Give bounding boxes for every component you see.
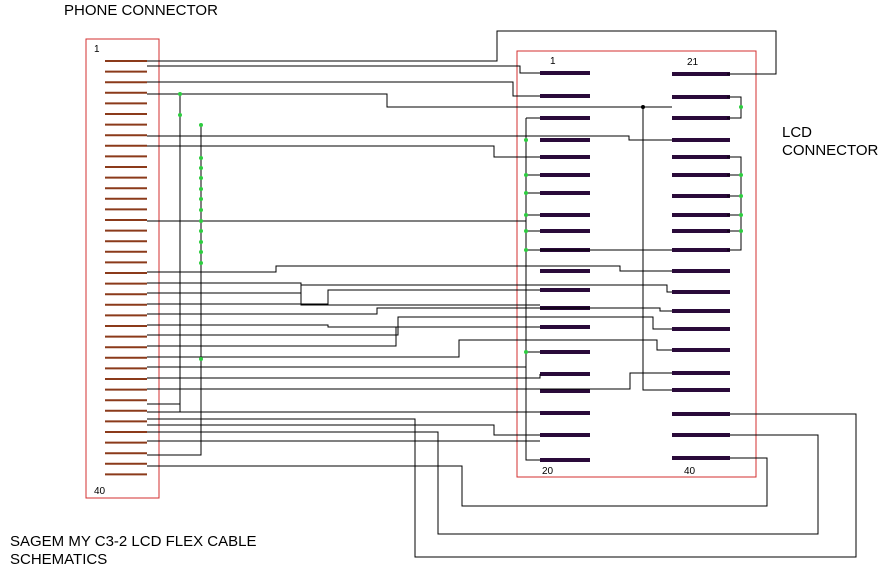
phone-pin-40-label: 40 <box>94 486 106 497</box>
lcd-connector-outline <box>516 50 757 478</box>
junction-dot-4 <box>199 156 203 160</box>
wire-38 <box>642 107 672 391</box>
junction-dot-20 <box>524 229 528 233</box>
wire-3 <box>147 81 540 97</box>
junction-dot-8 <box>199 197 203 201</box>
junction-dot-10 <box>199 219 203 223</box>
wire-5 <box>147 135 672 141</box>
lcd-pin-21-label: 21 <box>687 57 699 68</box>
phone-connector-pins <box>105 60 147 476</box>
wire-8 <box>147 265 672 273</box>
phone-connector-title: PHONE CONNECTOR <box>64 2 218 19</box>
junction-dot-24 <box>739 105 743 109</box>
junction-dot-26 <box>739 194 743 198</box>
wire-15 <box>147 326 540 347</box>
wire-19 <box>147 372 672 390</box>
wire-39 <box>727 96 742 119</box>
wire-2 <box>147 65 540 74</box>
junction-dots <box>178 92 743 361</box>
junction-dot-16 <box>524 138 528 142</box>
junction-dot-15 <box>199 357 203 361</box>
junction-dot-23 <box>641 105 645 109</box>
phone-pin-1-label: 1 <box>94 44 100 55</box>
junction-dot-2 <box>178 113 182 117</box>
wire-6 <box>147 145 540 158</box>
wire-29 <box>525 118 540 461</box>
junction-dot-12 <box>199 240 203 244</box>
lcd-connector-pins <box>540 71 730 462</box>
junction-dot-3 <box>199 123 203 127</box>
wire-40 <box>727 156 742 251</box>
junction-dot-17 <box>524 173 528 177</box>
wire-26 <box>147 125 202 456</box>
junction-dot-14 <box>199 261 203 265</box>
junction-dot-11 <box>199 229 203 233</box>
junction-dot-9 <box>199 208 203 212</box>
wire-24 <box>147 431 819 535</box>
wire-14 <box>147 316 672 336</box>
junction-dot-13 <box>199 250 203 254</box>
wire-10 <box>147 284 672 294</box>
junction-dot-18 <box>524 191 528 195</box>
lcd-pin-20-label: 20 <box>542 466 554 477</box>
junction-dot-1 <box>178 92 182 96</box>
wire-16 <box>147 339 672 358</box>
junction-dot-6 <box>199 176 203 180</box>
junction-dot-5 <box>199 166 203 170</box>
wire-11 <box>147 289 540 305</box>
wire-4 <box>147 93 672 108</box>
wire-22 <box>147 413 857 558</box>
junction-dot-27 <box>739 213 743 217</box>
lcd-pin-1-label: 1 <box>550 56 556 67</box>
junction-dot-22 <box>524 350 528 354</box>
wiring <box>147 30 857 558</box>
wire-23 <box>147 424 540 436</box>
schematic-footer-title: SAGEM MY C3-2 LCD FLEX CABLE SCHEMATICS <box>10 533 256 569</box>
junction-dot-21 <box>524 248 528 252</box>
lcd-connector-title-line2: CONNECTOR <box>782 142 879 159</box>
footer-title-line1: SAGEM MY C3-2 LCD FLEX CABLE <box>10 533 257 550</box>
lcd-connector-title-line1: LCD <box>782 124 813 141</box>
lcd-pin-40-label: 40 <box>684 466 696 477</box>
wire-27 <box>147 457 768 507</box>
junction-dot-7 <box>199 187 203 191</box>
wire-12 <box>147 307 672 315</box>
junction-dot-19 <box>524 213 528 217</box>
junction-dot-25 <box>739 173 743 177</box>
wire-18 <box>147 374 541 379</box>
wire-1 <box>147 30 777 75</box>
footer-title-line2: SCHEMATICS <box>10 551 108 568</box>
wire-9 <box>147 282 540 306</box>
phone-connector-outline <box>85 38 160 499</box>
lcd-connector-title: LCD CONNECTOR <box>782 124 878 160</box>
junction-dot-28 <box>739 229 743 233</box>
